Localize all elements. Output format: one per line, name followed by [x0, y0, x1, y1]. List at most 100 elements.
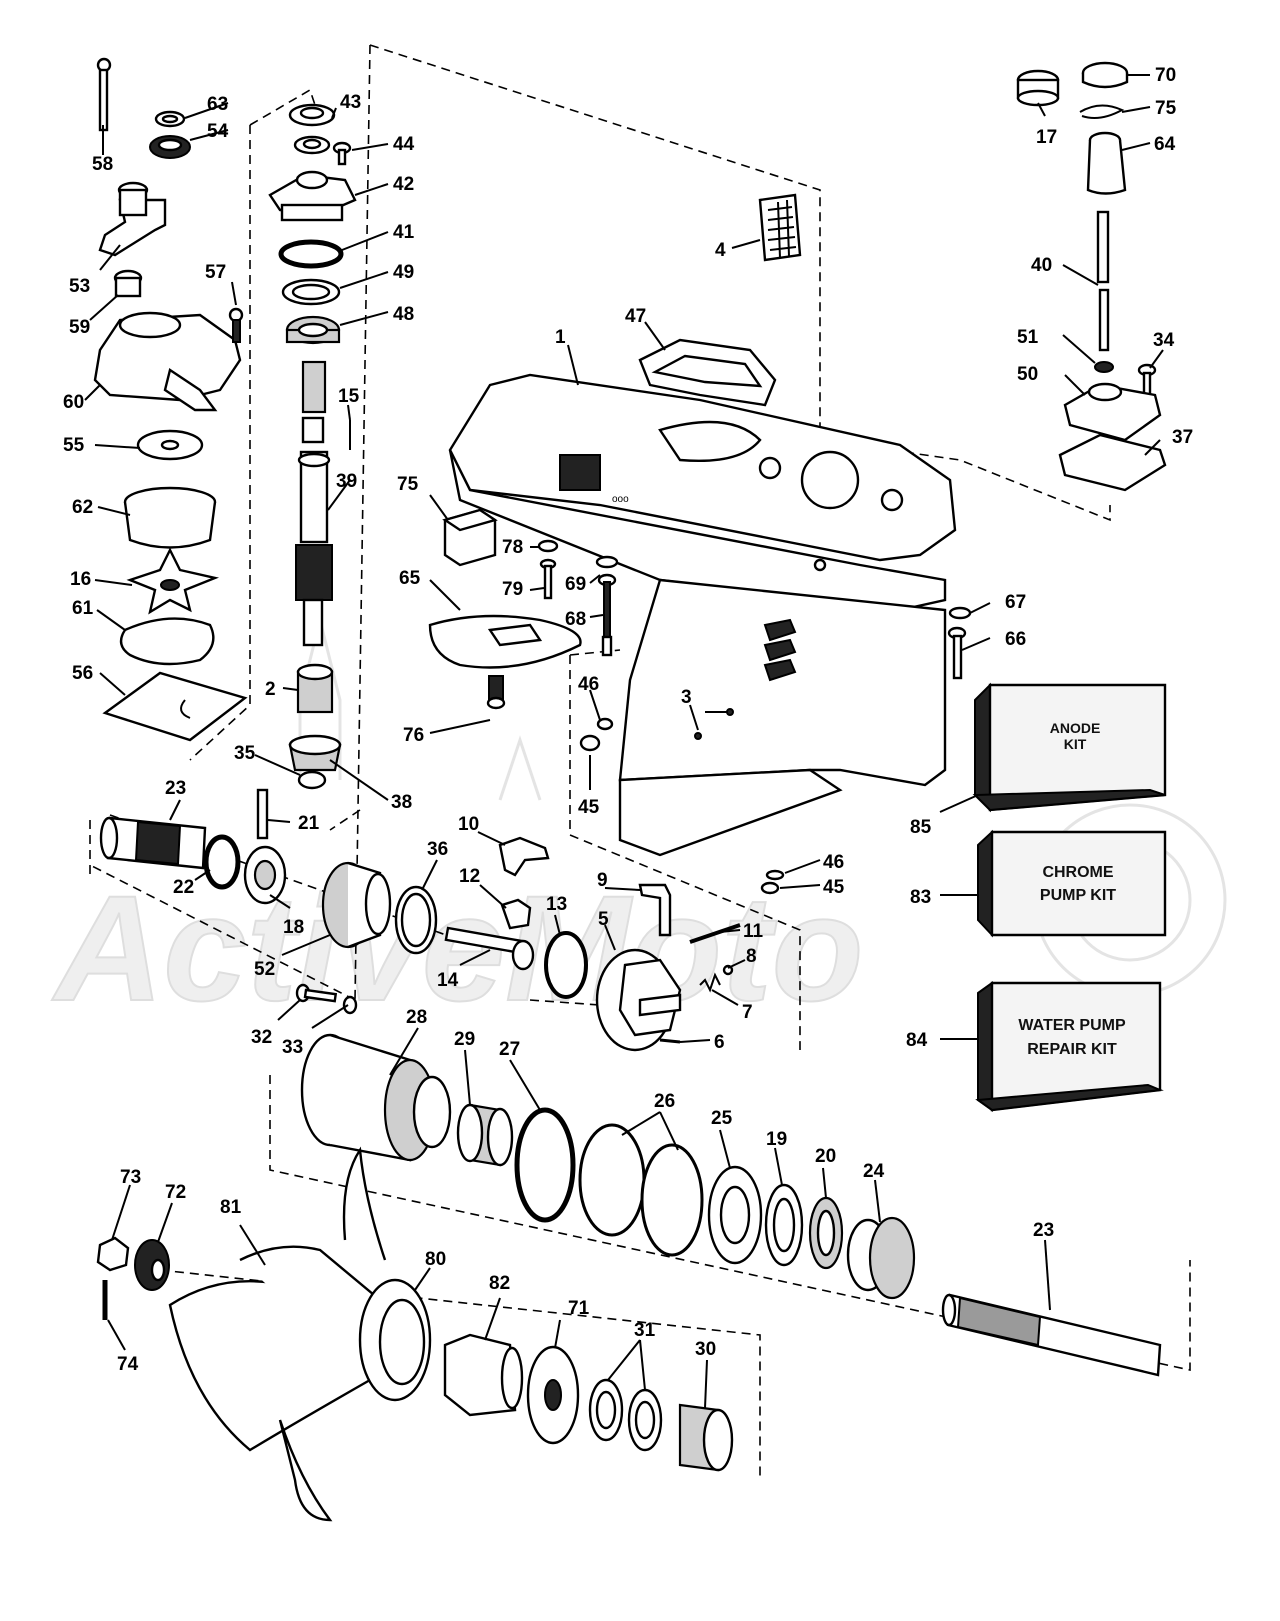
thrust-washer-13 — [544, 931, 588, 999]
pivot-pin-14 — [444, 926, 535, 971]
callout-46b: 46 — [823, 852, 844, 873]
callout-56: 56 — [72, 663, 93, 684]
seal-54 — [149, 135, 191, 159]
callout-48: 48 — [393, 304, 414, 325]
grill-4 — [758, 193, 802, 262]
callout-82: 82 — [489, 1273, 510, 1294]
pin-11 — [689, 923, 741, 944]
callout-52: 52 — [254, 959, 275, 980]
callout-71: 71 — [568, 1298, 590, 1319]
callout-63: 63 — [207, 94, 228, 115]
thrust-hub-82 — [443, 1333, 524, 1417]
callout-29: 29 — [454, 1029, 475, 1050]
callout-64: 64 — [1154, 134, 1176, 155]
propeller-shaft-23-lower — [941, 1293, 1162, 1377]
thrust-washer-36 — [394, 885, 438, 955]
retaining-ring-26b — [640, 1143, 704, 1257]
callout-18: 18 — [283, 917, 304, 938]
callout-9: 9 — [597, 870, 608, 891]
washer-78 — [537, 539, 559, 553]
callout-30: 30 — [695, 1339, 716, 1360]
thrust-washer-19 — [764, 1183, 804, 1267]
callout-23b: 23 — [1033, 1220, 1054, 1241]
o-ring-27 — [514, 1107, 576, 1223]
prop-nut-73 — [96, 1236, 130, 1272]
water-pump-kit-line2: REPAIR KIT — [1027, 1041, 1117, 1058]
callout-12: 12 — [459, 866, 480, 887]
callout-labels: 1 2 3 4 5 6 7 8 9 10 11 12 13 14 15 16 1… — [63, 65, 1193, 1375]
retaining-ring-26a — [578, 1123, 646, 1237]
callout-61: 61 — [72, 598, 94, 619]
gasket-61 — [119, 617, 215, 666]
plate-56 — [102, 671, 248, 742]
watermark: ActiveMoto — [50, 619, 1227, 1033]
propeller-shaft-23-upper — [99, 816, 207, 870]
trim-tab-65 — [428, 614, 582, 669]
screw-44 — [332, 141, 352, 166]
gasket-37 — [1058, 433, 1167, 492]
bolt-66 — [947, 626, 967, 680]
grommet-59 — [113, 269, 143, 298]
anode-kit-line1: ANODE — [1050, 720, 1101, 736]
callout-49: 49 — [393, 262, 414, 283]
callout-54: 54 — [207, 121, 229, 142]
cover-47 — [638, 338, 777, 407]
washer-63 — [154, 110, 186, 128]
callout-72: 72 — [165, 1182, 186, 1203]
plug-46-45 — [579, 717, 614, 752]
callout-58: 58 — [92, 154, 113, 175]
callout-65: 65 — [399, 568, 421, 589]
callout-80: 80 — [425, 1249, 446, 1270]
callout-76: 76 — [403, 725, 424, 746]
pin-21 — [256, 788, 269, 840]
assembly-dashed-lines — [89, 44, 1191, 1480]
callout-68: 68 — [565, 609, 586, 630]
thrust-washer-22 — [203, 834, 241, 890]
callout-28: 28 — [406, 1007, 427, 1028]
callout-23a: 23 — [165, 778, 186, 799]
plate-55 — [136, 429, 204, 461]
callout-26: 26 — [654, 1091, 675, 1112]
shift-lever-10 — [498, 836, 550, 877]
watermark-text: ActiveMoto — [51, 864, 863, 1032]
callout-8: 8 — [746, 946, 757, 967]
callout-67: 67 — [1005, 592, 1026, 613]
callout-85: 85 — [910, 817, 932, 838]
bolt-32-washer-33 — [295, 983, 358, 1015]
callout-62: 62 — [72, 497, 93, 518]
callout-73: 73 — [120, 1167, 141, 1188]
callout-40: 40 — [1031, 255, 1052, 276]
o-ring-51 — [1094, 361, 1114, 373]
callout-21: 21 — [298, 813, 320, 834]
retainer-plate-25 — [707, 1165, 763, 1265]
callout-42: 42 — [393, 174, 414, 195]
seal-31 — [588, 1378, 663, 1452]
callout-84: 84 — [906, 1030, 928, 1051]
callout-33: 33 — [282, 1037, 303, 1058]
plug-46-45-lower — [760, 869, 785, 895]
callout-53: 53 — [69, 276, 90, 297]
o-ring-41 — [278, 239, 344, 269]
forward-gear-52 — [321, 861, 392, 949]
callout-13: 13 — [546, 894, 567, 915]
pump-housing-60 — [93, 311, 242, 412]
callout-44: 44 — [393, 134, 415, 155]
water-tube-grommet-53 — [98, 181, 167, 257]
drive-shaft-39 — [295, 360, 351, 647]
callout-2: 2 — [265, 679, 276, 700]
shift-detent-9 — [638, 883, 672, 937]
callout-4: 4 — [715, 240, 726, 261]
callout-66: 66 — [1005, 629, 1026, 650]
callout-11: 11 — [743, 921, 764, 942]
callout-75b: 75 — [397, 474, 419, 495]
screw-79 — [539, 558, 557, 600]
callout-83: 83 — [910, 887, 931, 908]
callout-47: 47 — [625, 306, 646, 327]
callout-14: 14 — [437, 970, 459, 991]
bolt-68 — [597, 573, 617, 657]
washer-71 — [526, 1345, 580, 1445]
callout-1: 1 — [555, 327, 566, 348]
screw-76 — [486, 675, 506, 710]
screw-34 — [1137, 363, 1157, 397]
callout-39: 39 — [336, 471, 357, 492]
